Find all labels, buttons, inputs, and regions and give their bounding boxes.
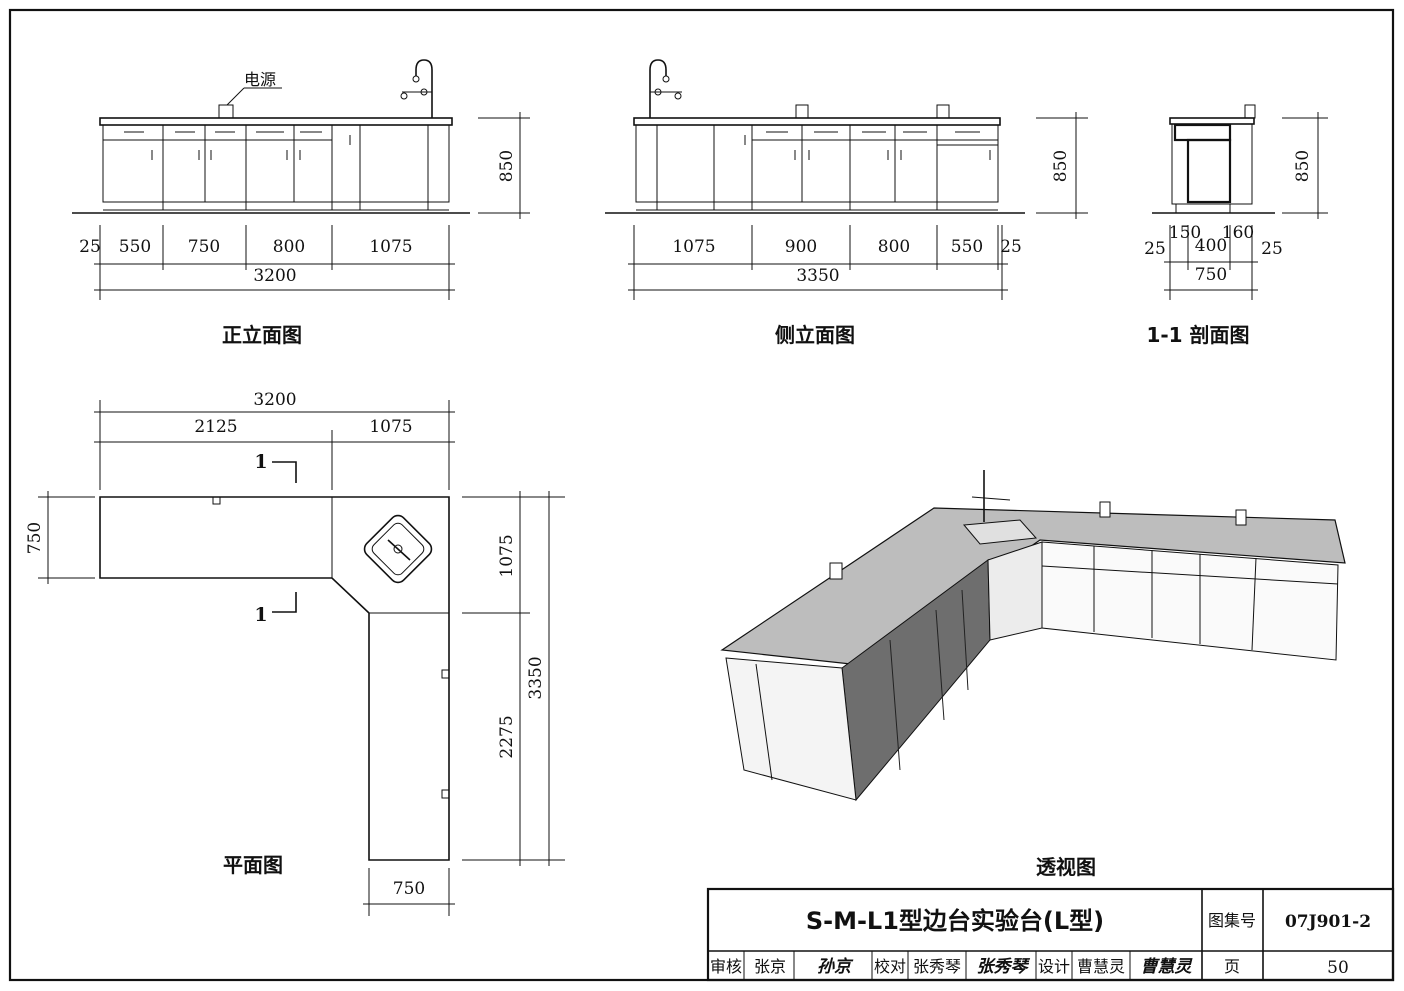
plan-depth-left: 750 xyxy=(25,522,45,554)
plan-right-lower: 2275 xyxy=(497,715,517,758)
check-label: 校对 xyxy=(874,957,906,976)
side-dim-800: 800 xyxy=(878,237,910,257)
page-number: 50 xyxy=(1327,958,1349,978)
drawing-title: S-M-L1型边台实验台(L型) xyxy=(806,907,1104,935)
checker-signature: 张秀琴 xyxy=(977,957,1031,977)
front-total-dim: 3200 xyxy=(253,266,296,286)
side-caption: 侧立面图 xyxy=(775,323,855,347)
designer-name: 曹慧灵 xyxy=(1077,957,1125,976)
plan-view xyxy=(38,400,565,916)
side-elevation xyxy=(605,59,1088,300)
design-label: 设计 xyxy=(1038,957,1070,976)
section-dim-400: 400 xyxy=(1195,236,1227,256)
side-dim-25: 25 xyxy=(1000,237,1022,257)
section-total-dim: 750 xyxy=(1195,265,1227,285)
atlas-number: 07J901-2 xyxy=(1285,912,1371,932)
perspective-view xyxy=(720,470,1346,802)
reviewer-name: 张京 xyxy=(754,957,786,976)
plan-caption: 平面图 xyxy=(223,853,283,877)
atlas-label: 图集号 xyxy=(1208,911,1256,930)
section-dim-25-left: 25 xyxy=(1144,239,1166,259)
side-height-dim: 850 xyxy=(1051,150,1071,182)
page-label: 页 xyxy=(1224,957,1240,976)
review-label: 审核 xyxy=(710,957,742,976)
section-dim-160: 160 xyxy=(1222,223,1254,243)
plan-total-width: 3200 xyxy=(253,390,296,410)
designer-signature: 曹慧灵 xyxy=(1141,957,1194,977)
side-dim-1075: 1075 xyxy=(672,237,715,257)
front-dim-750: 750 xyxy=(188,237,220,257)
section-1-1 xyxy=(1152,104,1328,300)
front-elevation xyxy=(72,59,530,300)
reviewer-signature: 孙京 xyxy=(817,957,854,977)
plan-section-mark-top: 1 xyxy=(254,451,267,473)
plan-right-width: 1075 xyxy=(369,417,412,437)
title-block xyxy=(706,887,1395,982)
section-dim-25-right: 25 xyxy=(1261,239,1283,259)
side-dim-900: 900 xyxy=(785,237,817,257)
front-dim-25: 25 xyxy=(79,237,101,257)
plan-section-mark-bottom: 1 xyxy=(254,604,267,626)
front-dim-800: 800 xyxy=(273,237,305,257)
front-caption: 正立面图 xyxy=(222,323,302,347)
section-height-dim: 850 xyxy=(1293,150,1313,182)
side-total-dim: 3350 xyxy=(796,266,839,286)
front-dim-550: 550 xyxy=(119,237,151,257)
plan-right-total: 3350 xyxy=(526,656,546,699)
plan-bottom-width: 750 xyxy=(393,879,425,899)
section-caption: 1-1 剖面图 xyxy=(1146,323,1249,347)
front-dim-1075: 1075 xyxy=(369,237,412,257)
front-height-dim: 850 xyxy=(497,150,517,182)
section-dim-150: 150 xyxy=(1169,223,1201,243)
plan-right-upper: 1075 xyxy=(497,534,517,577)
checker-name: 张秀琴 xyxy=(913,957,961,976)
sheet-border xyxy=(8,8,1395,982)
perspective-caption: 透视图 xyxy=(1036,855,1096,879)
plan-left-width: 2125 xyxy=(194,417,237,437)
front-power-label: 电源 xyxy=(244,70,276,89)
side-dim-550: 550 xyxy=(951,237,983,257)
